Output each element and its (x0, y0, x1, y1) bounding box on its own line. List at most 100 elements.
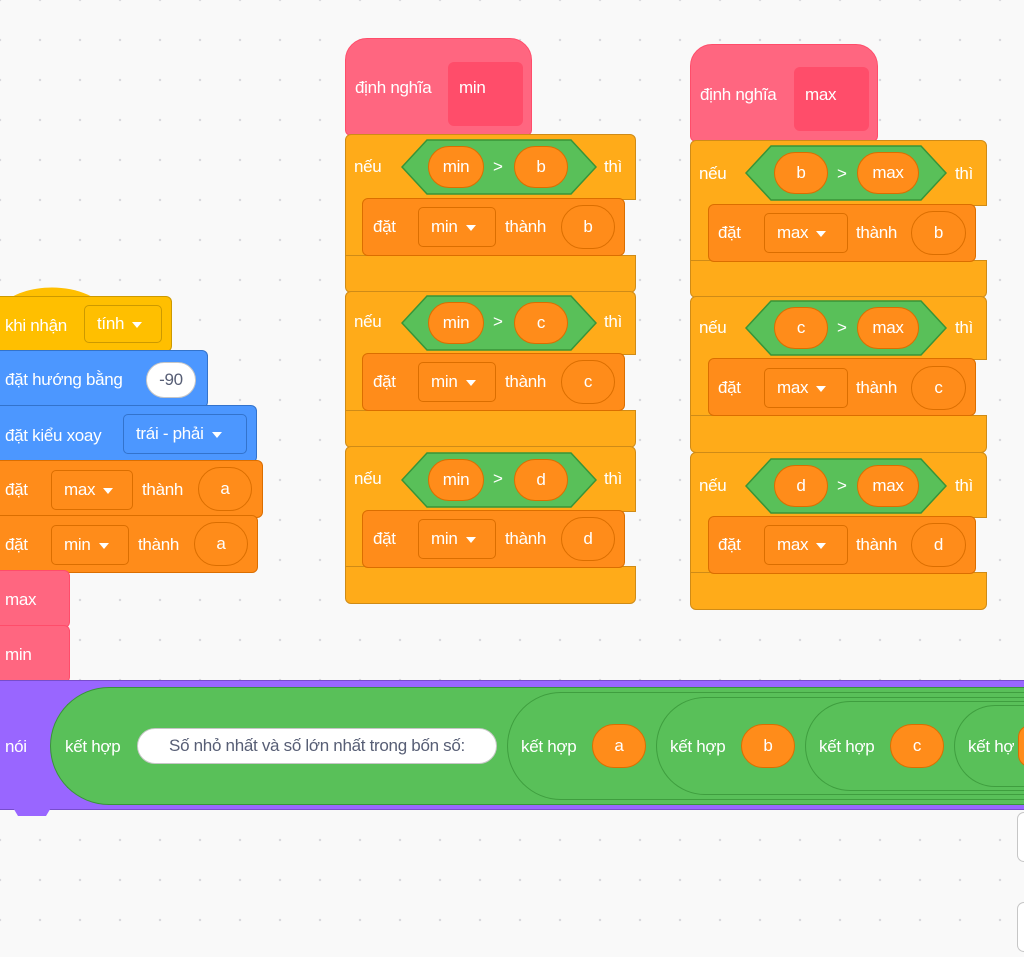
value-reporter[interactable]: b (561, 205, 615, 249)
chevron-down-icon (211, 432, 222, 438)
set-label: đặt (5, 480, 28, 499)
set-label: đặt (718, 535, 741, 554)
variable-dropdown[interactable]: min (51, 525, 129, 565)
set-label: đặt (5, 535, 28, 554)
value-reporter[interactable]: a (198, 467, 252, 511)
variable-reporter[interactable]: min (428, 302, 484, 344)
call-max-label: max (5, 590, 37, 609)
chevron-down-icon (816, 231, 827, 237)
variable-reporter[interactable]: max (857, 465, 919, 507)
to-label: thành (505, 217, 547, 236)
if-label: nếu (354, 157, 382, 176)
join-label: kết hợp (670, 737, 726, 756)
chevron-down-icon (816, 386, 827, 392)
variable-dropdown[interactable]: min (418, 519, 496, 559)
call-min-block[interactable] (0, 625, 70, 683)
operator-symbol: > (493, 312, 503, 331)
call-min-label: min (5, 645, 32, 664)
if-block-min-3-arm (345, 510, 367, 570)
variable-reporter[interactable]: max (857, 152, 919, 194)
define-min-prototype[interactable] (448, 62, 523, 126)
variable-reporter[interactable]: c (514, 302, 568, 344)
if-label: nếu (699, 476, 727, 495)
zoom-in-button[interactable] (1017, 812, 1024, 862)
join-label: kết hợp (819, 737, 875, 756)
if-label: nếu (699, 318, 727, 337)
variable-reporter[interactable]: min (428, 459, 484, 501)
variable-dropdown[interactable]: max (51, 470, 133, 510)
variable-reporter[interactable]: c (774, 307, 828, 349)
to-label: thành (856, 223, 898, 242)
define-min-label: định nghĩa (355, 78, 432, 97)
if-block-max-2-bottom (690, 415, 987, 453)
variable-reporter[interactable]: d (774, 465, 828, 507)
if-block-min-3-bottom (345, 566, 636, 604)
value-reporter[interactable]: c (561, 360, 615, 404)
define-max-label: định nghĩa (700, 85, 777, 104)
value-reporter[interactable]: c (911, 366, 966, 410)
define-max-prototype[interactable] (794, 67, 869, 131)
set-rotation-style-label: đặt kiểu xoay (5, 426, 102, 445)
operator-symbol: > (837, 318, 847, 337)
variable-dropdown[interactable]: max (764, 213, 848, 253)
variable-reporter[interactable]: b (741, 724, 795, 768)
variable-dropdown[interactable]: max (764, 368, 848, 408)
if-label: nếu (354, 312, 382, 331)
value-reporter[interactable]: a (194, 522, 248, 566)
variable-dropdown[interactable]: min (418, 207, 496, 247)
variable-reporter[interactable]: a (592, 724, 646, 768)
set-label: đặt (373, 529, 396, 548)
then-label: thì (604, 157, 623, 176)
operator-symbol: > (837, 476, 847, 495)
chevron-down-icon (98, 543, 109, 549)
variable-reporter[interactable]: max (857, 307, 919, 349)
zoom-out-button[interactable] (1017, 902, 1024, 952)
if-block-max-2-arm (690, 358, 712, 418)
direction-input[interactable]: -90 (146, 362, 196, 398)
text-input[interactable]: Số nhỏ nhất và số lớn nhất trong bốn số: (137, 728, 497, 764)
variable-reporter[interactable]: b (774, 152, 828, 194)
rotation-style-dropdown[interactable]: trái - phải (123, 414, 247, 454)
set-label: đặt (373, 372, 396, 391)
value-reporter[interactable]: b (911, 211, 966, 255)
operator-symbol: > (837, 164, 847, 183)
to-label: thành (505, 372, 547, 391)
then-label: thì (604, 469, 623, 488)
if-block-max-3-arm (690, 516, 712, 576)
chevron-down-icon (132, 322, 143, 328)
set-label: đặt (718, 223, 741, 242)
chevron-down-icon (465, 225, 476, 231)
join-label: kết hợp (521, 737, 577, 756)
value-reporter[interactable]: d (911, 523, 966, 567)
variable-reporter[interactable]: b (514, 146, 568, 188)
variable-dropdown[interactable]: max (764, 525, 848, 565)
to-label: thành (505, 529, 547, 548)
chevron-down-icon (103, 488, 114, 494)
join-reporter-d[interactable] (954, 705, 1024, 787)
if-label: nếu (699, 164, 727, 183)
variable-dropdown[interactable]: min (418, 362, 496, 402)
to-label: thành (856, 535, 898, 554)
value-reporter[interactable]: d (561, 517, 615, 561)
set-label: đặt (373, 217, 396, 236)
set-label: đặt (718, 378, 741, 397)
say-block-bottom-notch (12, 806, 52, 816)
define-max-name: max (805, 85, 837, 104)
if-block-min-1-arm (345, 198, 367, 258)
if-label: nếu (354, 469, 382, 488)
chevron-down-icon (816, 543, 827, 549)
say-label: nói (5, 737, 27, 756)
if-block-max-1-arm (690, 204, 712, 264)
variable-reporter[interactable] (1018, 725, 1024, 767)
variable-reporter[interactable]: min (428, 146, 484, 188)
point-in-direction-label: đặt hướng bằng (5, 370, 123, 389)
join-label: kết hợ (968, 737, 1015, 756)
then-label: thì (955, 164, 974, 183)
if-block-max-1-bottom (690, 260, 987, 298)
message-dropdown[interactable]: tính (84, 305, 162, 343)
operator-symbol: > (493, 469, 503, 488)
if-block-min-2-bottom (345, 410, 636, 448)
variable-reporter[interactable]: d (514, 459, 568, 501)
variable-reporter[interactable]: c (890, 724, 944, 768)
if-block-min-1-bottom (345, 255, 636, 293)
